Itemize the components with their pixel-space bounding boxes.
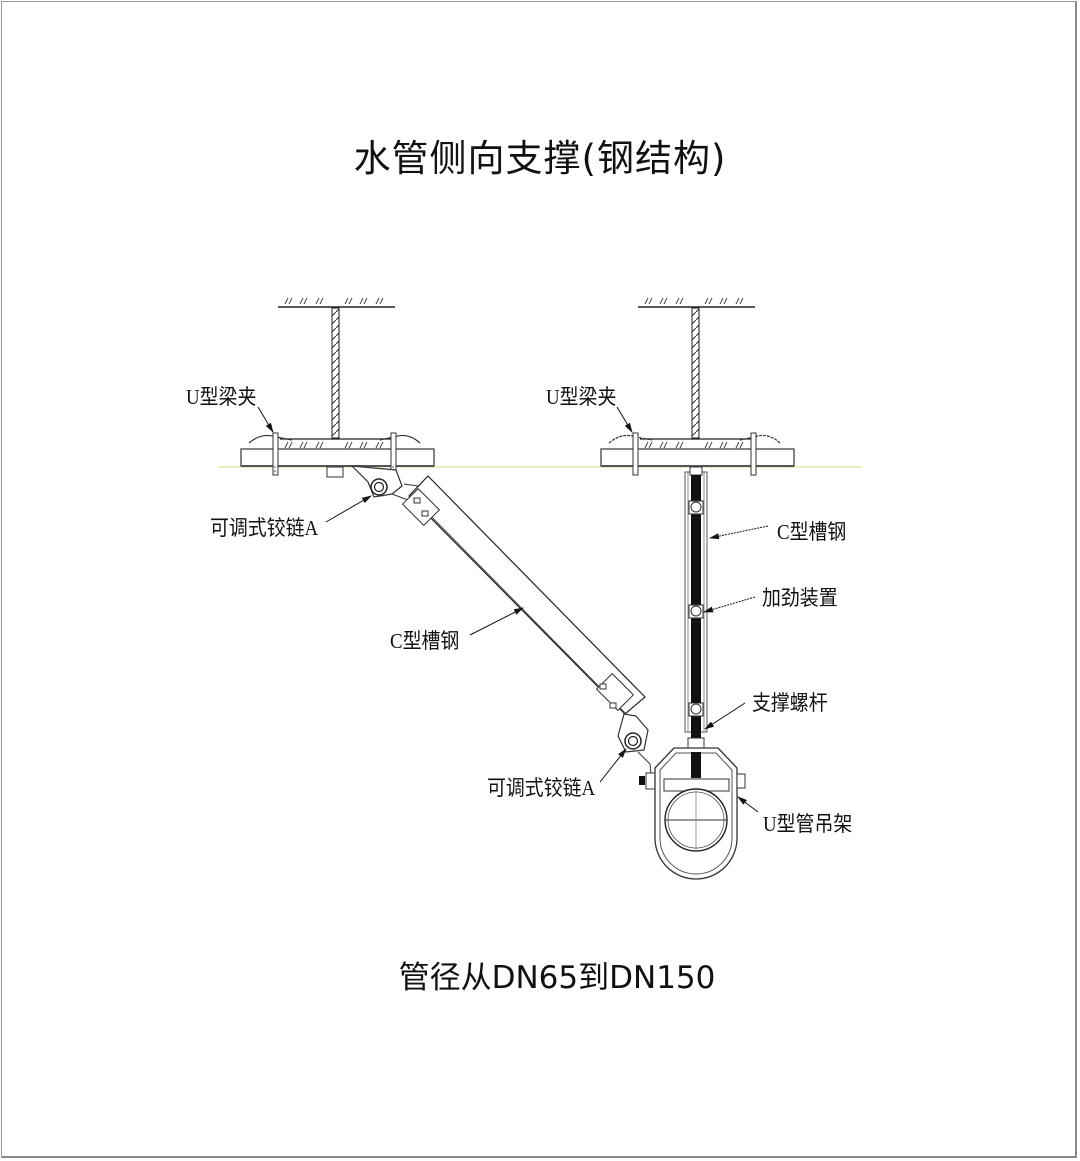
label-left-bottom-hinge: 可调式铰链A xyxy=(487,776,596,800)
drawing-title: 水管侧向支撑(钢结构) xyxy=(353,137,727,180)
label-left-beam-clamp: U型梁夹 xyxy=(186,385,257,409)
label-right-beam-clamp: U型梁夹 xyxy=(546,385,617,409)
diagonal-c-channel xyxy=(401,475,646,719)
label-vertical-c-channel: C型槽钢 xyxy=(777,520,847,544)
support-rod xyxy=(689,466,703,775)
right-beam-clamp-plate xyxy=(600,432,795,476)
label-u-pipe-hanger: U型管吊架 xyxy=(763,812,853,836)
leader-lines xyxy=(257,406,769,813)
label-stiffener: 加劲装置 xyxy=(762,586,838,610)
u-pipe-hanger xyxy=(654,737,746,880)
left-beam-clamp-plate xyxy=(240,432,435,476)
label-diagonal-c-channel: C型槽钢 xyxy=(390,629,460,653)
stiffeners xyxy=(688,500,704,717)
right-steel-beam xyxy=(638,297,755,449)
left-top-hinge xyxy=(326,465,419,501)
label-support-rod: 支撑螺杆 xyxy=(752,691,828,715)
label-left-top-hinge: 可调式铰链A xyxy=(210,516,319,540)
pipe-size-range-caption: 管径从DN65到DN150 xyxy=(398,960,716,996)
left-bottom-hinge xyxy=(617,713,656,790)
left-steel-beam xyxy=(278,297,395,449)
